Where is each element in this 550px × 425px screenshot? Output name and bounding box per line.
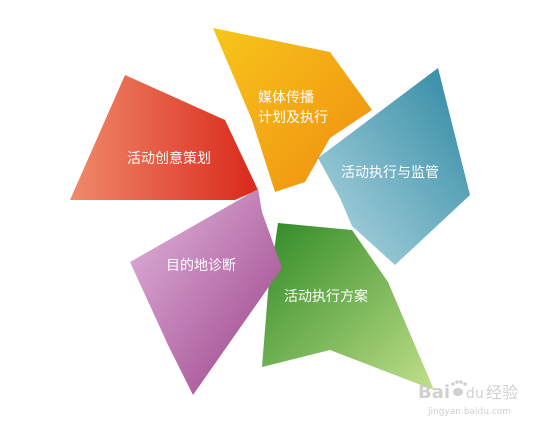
watermark-logo-text: Bai [418, 382, 450, 403]
label-diagnosis: 目的地诊断 [166, 258, 236, 274]
segment-creative [70, 75, 258, 200]
paw-icon [451, 380, 467, 396]
label-creative: 活动创意策划 [127, 150, 211, 167]
segment-monitor [318, 68, 470, 265]
label-media: 媒体传播 [258, 90, 314, 106]
label-media-line2: 计划及执行 [258, 110, 328, 126]
watermark-logo-suffix: du [466, 386, 484, 402]
watermark-url: jingyan.baidu.com [427, 407, 511, 417]
segment-diagnosis [130, 189, 282, 395]
watermark-cn-text: 经验 [486, 383, 518, 402]
label-monitor: 活动执行与监管 [341, 165, 439, 181]
baidu-jingyan-watermark: Bai du 经验 jingyan.baidu.com [418, 380, 518, 417]
segment-media [213, 28, 372, 192]
label-plan: 活动执行方案 [284, 288, 368, 305]
segment-plan [262, 223, 434, 390]
